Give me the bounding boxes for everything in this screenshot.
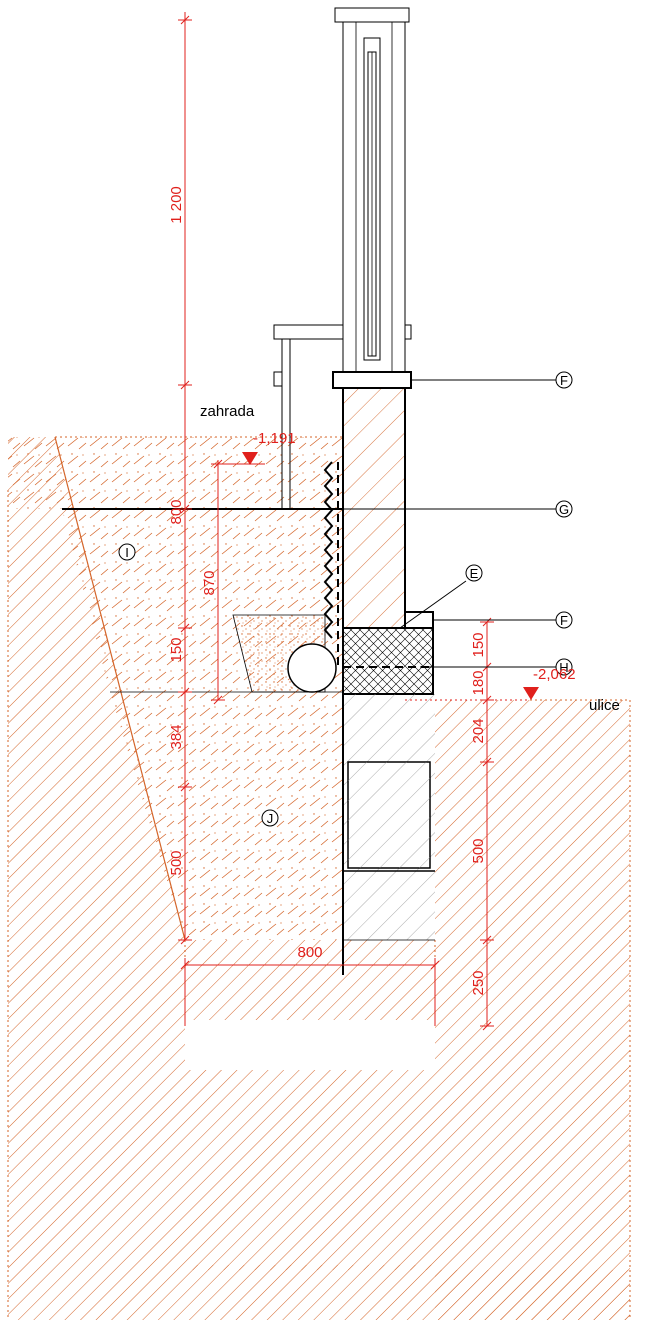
label-street: ulice [589, 697, 620, 714]
dim-post-height: 1 200 [168, 186, 185, 224]
dim-right-204: 204 [470, 718, 487, 743]
callout-i: I [125, 545, 129, 560]
fence-post [273, 7, 412, 510]
dimension-lines-right [480, 617, 494, 1031]
callout-leaders [118, 371, 573, 827]
dim-right-180: 180 [470, 670, 487, 695]
callout-circle-e [465, 564, 483, 582]
dim-left-500: 500 [168, 850, 185, 875]
callout-circle-j [261, 809, 279, 827]
level-garden: -1,191 [253, 430, 296, 447]
ground-lines [62, 508, 530, 701]
callout-circle-f-mid [555, 611, 573, 629]
dim-right-500: 500 [470, 838, 487, 863]
dim-left-800: 800 [168, 499, 185, 524]
soil-hatching [7, 436, 631, 1320]
dim-left-150: 150 [168, 637, 185, 662]
callout-f-mid: F [560, 613, 568, 628]
level-marker-garden-icon [242, 452, 258, 465]
callout-circle-h [555, 658, 573, 676]
membrane-zigzag [323, 461, 334, 639]
foundation-wall [323, 387, 435, 975]
callout-j: J [267, 811, 274, 826]
callout-h: H [559, 660, 568, 675]
callout-circle-f-top [555, 371, 573, 389]
drainage-pipe [287, 643, 337, 693]
callout-e: E [470, 566, 479, 581]
callout-g: G [559, 502, 569, 517]
dim-left-384: 384 [168, 724, 185, 749]
dim-right-150: 150 [470, 632, 487, 657]
callout-circle-g [555, 500, 573, 518]
dim-right-250: 250 [470, 970, 487, 995]
callout-f-top: F [560, 373, 568, 388]
level-marker-street-icon [523, 687, 539, 700]
dimension-lines-left [178, 12, 440, 1026]
dim-left-870: 870 [201, 570, 218, 595]
dim-footing-width: 800 [297, 944, 322, 961]
level-street: -2,062 [533, 666, 576, 683]
callout-circle-i [118, 543, 136, 561]
label-garden: zahrada [200, 403, 255, 420]
